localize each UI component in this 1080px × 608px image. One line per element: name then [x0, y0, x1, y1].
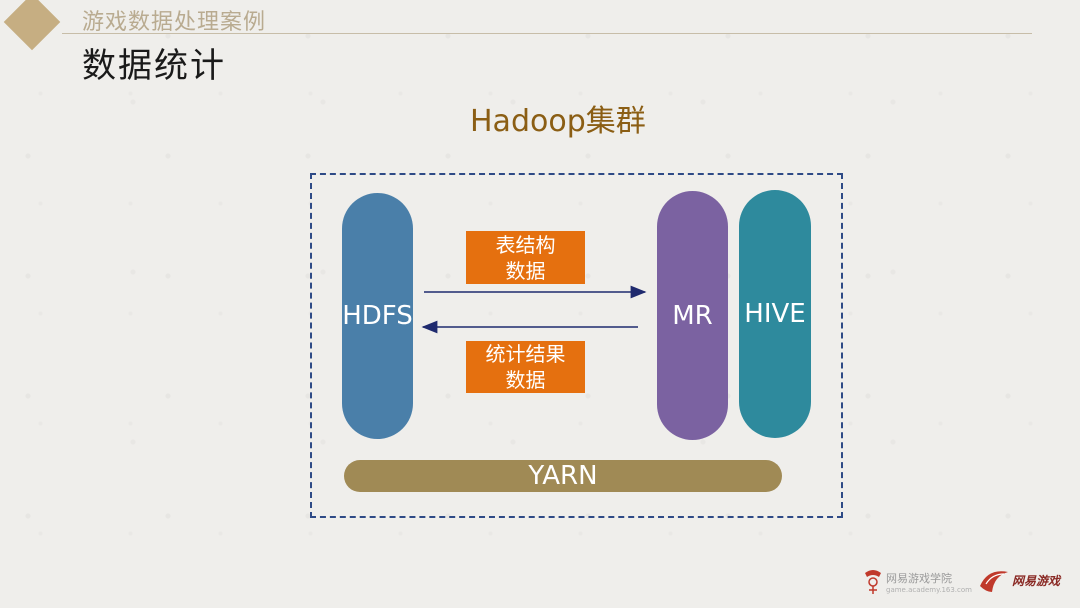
hive-label: HIVE [744, 299, 806, 329]
flow-label-table-data: 表结构 数据 [466, 231, 585, 284]
yarn-bar: YARN [344, 460, 782, 492]
flow-label-line1: 表结构 [495, 232, 556, 257]
yarn-label: YARN [528, 461, 598, 491]
hive-node: HIVE [739, 190, 811, 438]
academy-name: 网易游戏学院 [886, 572, 952, 585]
flow-label-result-data: 统计结果 数据 [466, 341, 585, 393]
mr-node: MR [657, 191, 728, 440]
flow-label-line2: 数据 [505, 258, 546, 283]
hdfs-label: HDFS [342, 301, 413, 331]
netease-games-logo-icon [980, 571, 1008, 592]
section-subtitle: 游戏数据处理案例 [82, 10, 267, 35]
cluster-title: Hadoop集群 [470, 104, 646, 139]
header-divider [62, 33, 1032, 34]
flow-label-line1: 统计结果 [485, 342, 566, 366]
mr-label: MR [672, 300, 713, 331]
page-title: 数据统计 [82, 46, 226, 86]
flow-label-line2: 数据 [505, 368, 546, 392]
academy-url: game.academy.163.com [886, 586, 972, 594]
hdfs-node: HDFS [342, 193, 413, 439]
academy-logo-icon [865, 570, 881, 594]
netease-games-brand: 网易游戏 [1012, 574, 1061, 588]
hadoop-cluster-boundary [310, 173, 843, 518]
